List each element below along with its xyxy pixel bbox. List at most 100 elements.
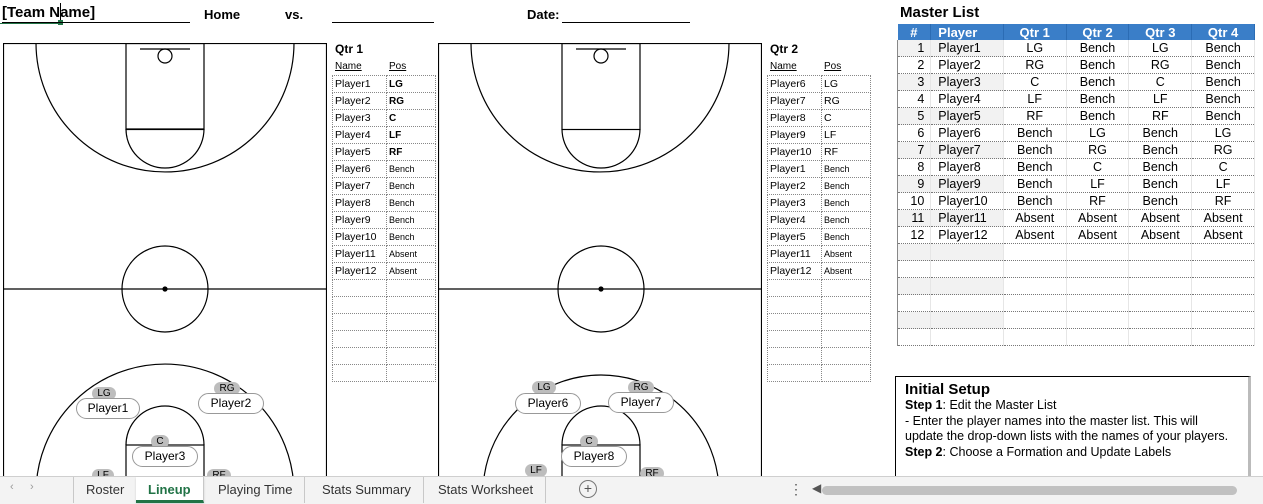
master-cell-qtr4[interactable]: LG	[1191, 124, 1255, 142]
qtr2-player-name[interactable]: Player11	[767, 245, 822, 263]
qtr2-player-pos[interactable]: Bench	[821, 160, 871, 178]
master-cell-number[interactable]: 8	[897, 158, 932, 176]
master-col-qtr4[interactable]: Qtr 4	[1191, 24, 1255, 40]
qtr1-player-name[interactable]: Player1	[332, 75, 387, 93]
master-cell-qtr2[interactable]: Absent	[1066, 226, 1130, 244]
court1-c-player[interactable]: Player3	[132, 446, 198, 467]
master-cell-number[interactable]: 12	[897, 226, 932, 244]
more-options-icon[interactable]: ⋮	[789, 481, 803, 497]
qtr1-player-pos[interactable]: LG	[386, 75, 436, 93]
qtr1-empty-cell[interactable]	[332, 279, 387, 297]
master-cell-qtr2[interactable]: LF	[1066, 175, 1130, 193]
qtr1-player-name[interactable]: Player10	[332, 228, 387, 246]
master-cell-qtr1[interactable]: Absent	[1003, 209, 1067, 227]
qtr2-empty-cell[interactable]	[821, 330, 871, 348]
qtr2-player-name[interactable]: Player4	[767, 211, 822, 229]
master-cell-player[interactable]: Player4	[930, 90, 1004, 108]
master-cell-player[interactable]: Player12	[930, 226, 1004, 244]
qtr1-player-pos[interactable]: C	[386, 109, 436, 127]
qtr2-player-name[interactable]: Player1	[767, 160, 822, 178]
qtr1-player-name[interactable]: Player3	[332, 109, 387, 127]
master-cell-number[interactable]: 3	[897, 73, 932, 91]
qtr1-player-name[interactable]: Player9	[332, 211, 387, 229]
qtr1-empty-cell[interactable]	[386, 330, 436, 348]
master-cell-qtr1[interactable]: Bench	[1003, 175, 1067, 193]
qtr2-empty-cell[interactable]	[821, 279, 871, 297]
qtr1-empty-cell[interactable]	[386, 296, 436, 314]
master-empty-cell[interactable]	[1066, 294, 1130, 312]
master-empty-cell[interactable]	[1066, 328, 1130, 346]
master-cell-qtr2[interactable]: Bench	[1066, 107, 1130, 125]
master-cell-number[interactable]: 4	[897, 90, 932, 108]
sheet-tab-stats-summary[interactable]: Stats Summary	[310, 477, 424, 503]
master-empty-cell[interactable]	[930, 294, 1004, 312]
master-cell-qtr4[interactable]: Absent	[1191, 226, 1255, 244]
master-cell-player[interactable]: Player5	[930, 107, 1004, 125]
horizontal-scrollbar[interactable]: ◀	[812, 481, 1252, 498]
master-cell-qtr1[interactable]: Absent	[1003, 226, 1067, 244]
master-empty-cell[interactable]	[1003, 294, 1067, 312]
qtr2-player-name[interactable]: Player6	[767, 75, 822, 93]
master-cell-qtr4[interactable]: LF	[1191, 175, 1255, 193]
master-cell-player[interactable]: Player3	[930, 73, 1004, 91]
master-empty-cell[interactable]	[1003, 243, 1067, 261]
court1-lg-player[interactable]: Player1	[76, 398, 140, 419]
master-cell-number[interactable]: 11	[897, 209, 932, 227]
master-cell-number[interactable]: 7	[897, 141, 932, 159]
qtr2-empty-cell[interactable]	[821, 313, 871, 331]
qtr2-player-pos[interactable]: Absent	[821, 262, 871, 280]
qtr2-player-name[interactable]: Player9	[767, 126, 822, 144]
qtr2-player-name[interactable]: Player2	[767, 177, 822, 195]
master-cell-qtr4[interactable]: Bench	[1191, 40, 1255, 57]
master-cell-qtr4[interactable]: Bench	[1191, 73, 1255, 91]
sheet-tab-playing-time[interactable]: Playing Time	[206, 477, 306, 503]
qtr1-player-pos[interactable]: Bench	[386, 211, 436, 229]
master-cell-qtr4[interactable]: Bench	[1191, 107, 1255, 125]
master-empty-cell[interactable]	[1191, 328, 1255, 346]
qtr1-player-name[interactable]: Player5	[332, 143, 387, 161]
master-empty-cell[interactable]	[1003, 260, 1067, 278]
court2-rg-player[interactable]: Player7	[608, 392, 674, 413]
master-cell-qtr2[interactable]: RF	[1066, 192, 1130, 210]
master-cell-qtr3[interactable]: Absent	[1128, 226, 1193, 244]
master-col-qtr1[interactable]: Qtr 1	[1003, 24, 1067, 40]
qtr2-player-pos[interactable]: Absent	[821, 245, 871, 263]
qtr1-empty-cell[interactable]	[332, 296, 387, 314]
master-cell-qtr3[interactable]: RF	[1128, 107, 1193, 125]
master-empty-cell[interactable]	[1128, 328, 1193, 346]
sheet-tab-roster[interactable]: Roster	[73, 477, 138, 503]
court1-rg-player[interactable]: Player2	[198, 393, 264, 414]
master-empty-cell[interactable]	[897, 328, 932, 346]
qtr1-player-pos[interactable]: Bench	[386, 160, 436, 178]
qtr1-player-pos[interactable]: Absent	[386, 262, 436, 280]
qtr1-player-name[interactable]: Player6	[332, 160, 387, 178]
master-empty-cell[interactable]	[1128, 260, 1193, 278]
master-cell-qtr2[interactable]: Bench	[1066, 90, 1130, 108]
master-cell-qtr3[interactable]: Absent	[1128, 209, 1193, 227]
qtr1-player-name[interactable]: Player7	[332, 177, 387, 195]
qtr2-empty-cell[interactable]	[821, 364, 871, 382]
opponent-underline[interactable]	[332, 22, 434, 23]
master-cell-qtr3[interactable]: Bench	[1128, 192, 1193, 210]
qtr2-player-name[interactable]: Player12	[767, 262, 822, 280]
qtr1-player-pos[interactable]: Bench	[386, 228, 436, 246]
master-cell-number[interactable]: 5	[897, 107, 932, 125]
qtr2-empty-cell[interactable]	[767, 296, 822, 314]
master-col-number[interactable]: #	[897, 24, 932, 40]
master-cell-qtr1[interactable]: Bench	[1003, 192, 1067, 210]
master-empty-cell[interactable]	[1066, 277, 1130, 295]
qtr1-player-pos[interactable]: LF	[386, 126, 436, 144]
qtr2-empty-cell[interactable]	[767, 347, 822, 365]
master-empty-cell[interactable]	[1003, 277, 1067, 295]
sheet-tab-lineup[interactable]: Lineup	[136, 477, 204, 503]
master-cell-qtr2[interactable]: RG	[1066, 141, 1130, 159]
master-cell-qtr3[interactable]: C	[1128, 73, 1193, 91]
qtr2-player-pos[interactable]: LF	[821, 126, 871, 144]
court2-c-player[interactable]: Player8	[561, 446, 627, 467]
qtr2-empty-cell[interactable]	[767, 313, 822, 331]
qtr1-empty-cell[interactable]	[386, 279, 436, 297]
master-empty-cell[interactable]	[1128, 277, 1193, 295]
master-cell-qtr1[interactable]: RG	[1003, 56, 1067, 74]
master-empty-cell[interactable]	[1066, 243, 1130, 261]
qtr1-empty-cell[interactable]	[332, 330, 387, 348]
